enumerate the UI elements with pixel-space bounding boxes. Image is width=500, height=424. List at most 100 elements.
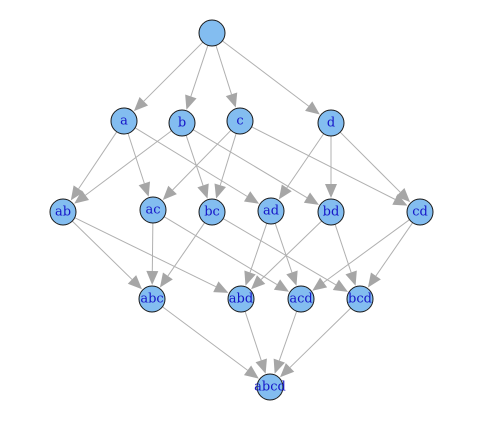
- node-b: b: [168, 109, 196, 137]
- edge-a-ac: [127, 133, 151, 197]
- arrowhead: [345, 270, 357, 286]
- node-c: c: [226, 107, 254, 135]
- edge-line: [215, 45, 232, 95]
- edge-line: [251, 126, 396, 200]
- edge-cd-bcd: [367, 222, 414, 288]
- node-circle: [49, 198, 77, 226]
- node-label: ac: [145, 203, 160, 218]
- edge-c-bc: [214, 133, 237, 199]
- node-a: a: [110, 107, 138, 135]
- node-label: abc: [140, 292, 163, 307]
- edge-bc-abc: [159, 222, 206, 288]
- arrowhead: [162, 185, 177, 200]
- arrowhead: [280, 363, 295, 378]
- arrowhead: [74, 190, 90, 204]
- arrowhead: [243, 365, 259, 379]
- node-label: abcd: [254, 380, 286, 395]
- arrowhead: [392, 194, 408, 206]
- edge-line: [375, 222, 414, 277]
- arrowhead: [278, 184, 292, 200]
- edge-d-cd: [339, 131, 411, 203]
- node-abc: abc: [138, 285, 166, 313]
- arrowhead: [286, 270, 298, 286]
- edge-cd-acd: [312, 219, 410, 291]
- node-d: d: [317, 109, 345, 137]
- edge-ab-abc: [71, 220, 142, 290]
- arrowhead: [244, 270, 256, 286]
- arrowhead: [70, 185, 84, 201]
- edge-line: [244, 311, 262, 361]
- edge-bd-bcd: [334, 224, 357, 286]
- arrowhead: [214, 183, 226, 199]
- node-circle: [198, 19, 226, 47]
- edge-line: [274, 223, 293, 273]
- edge-bd-abd: [251, 220, 323, 290]
- edge-c-ac: [162, 129, 232, 200]
- node-circle: [256, 373, 284, 401]
- node-circle: [287, 285, 315, 313]
- arrowhead: [146, 270, 159, 286]
- node-cd: cd: [406, 198, 434, 226]
- node-ac: ac: [139, 196, 167, 224]
- edge-line: [172, 129, 232, 191]
- edge-line: [85, 130, 172, 196]
- node-circle: [346, 285, 374, 313]
- edge-a-ab: [70, 131, 118, 201]
- node-circle: [138, 285, 166, 313]
- node-label: ad: [263, 204, 279, 219]
- arrowhead: [243, 191, 260, 204]
- node-label: b: [178, 116, 186, 131]
- node-label: a: [120, 114, 128, 129]
- arrowhead: [127, 275, 142, 290]
- node-circle: [198, 198, 226, 226]
- edge-d-ad: [278, 133, 325, 200]
- arrowhead: [305, 101, 320, 115]
- edge-root-d: [222, 40, 320, 115]
- node-label: cd: [412, 205, 428, 220]
- node-circle: [227, 285, 255, 313]
- edge-line: [286, 133, 325, 189]
- edge-ac-acd: [163, 216, 290, 292]
- edge-root-c: [215, 45, 238, 108]
- arrowhead: [225, 92, 238, 108]
- edge-line: [219, 133, 237, 186]
- arrowhead: [213, 281, 229, 293]
- node-bd: bd: [317, 198, 345, 226]
- edge-line: [127, 133, 145, 184]
- node-label: bcd: [348, 292, 372, 307]
- edge-abc-abcd: [162, 306, 259, 379]
- edge-line: [163, 216, 278, 285]
- arrowhead: [133, 96, 149, 112]
- node-label: ab: [55, 205, 71, 220]
- node-circle: [257, 197, 285, 225]
- edge-line: [162, 306, 248, 371]
- edge-root-b: [185, 45, 209, 110]
- edge-abd-abcd: [244, 311, 267, 374]
- node-circle: [139, 196, 167, 224]
- edge-line: [222, 40, 309, 107]
- node-bc: bc: [198, 198, 226, 226]
- arrowhead: [197, 183, 209, 199]
- node-circle: [406, 198, 434, 226]
- arrowhead: [273, 279, 290, 292]
- edge-line: [167, 222, 206, 277]
- arrowhead: [251, 275, 266, 290]
- edge-line: [192, 129, 308, 199]
- edge-c-cd: [251, 126, 408, 206]
- node-circle: [110, 107, 138, 135]
- node-bcd: bcd: [346, 285, 374, 313]
- edge-line: [134, 127, 248, 197]
- edge-line: [78, 131, 118, 190]
- node-circle: [317, 109, 345, 137]
- edge-line: [249, 223, 268, 273]
- node-root: [198, 19, 226, 47]
- edge-line: [278, 311, 298, 361]
- edge-line: [71, 220, 133, 280]
- node-label: bc: [204, 205, 220, 220]
- arrowhead: [367, 272, 381, 288]
- edge-ad-abd: [244, 223, 268, 286]
- edge-line: [289, 307, 352, 368]
- node-ad: ad: [257, 197, 285, 225]
